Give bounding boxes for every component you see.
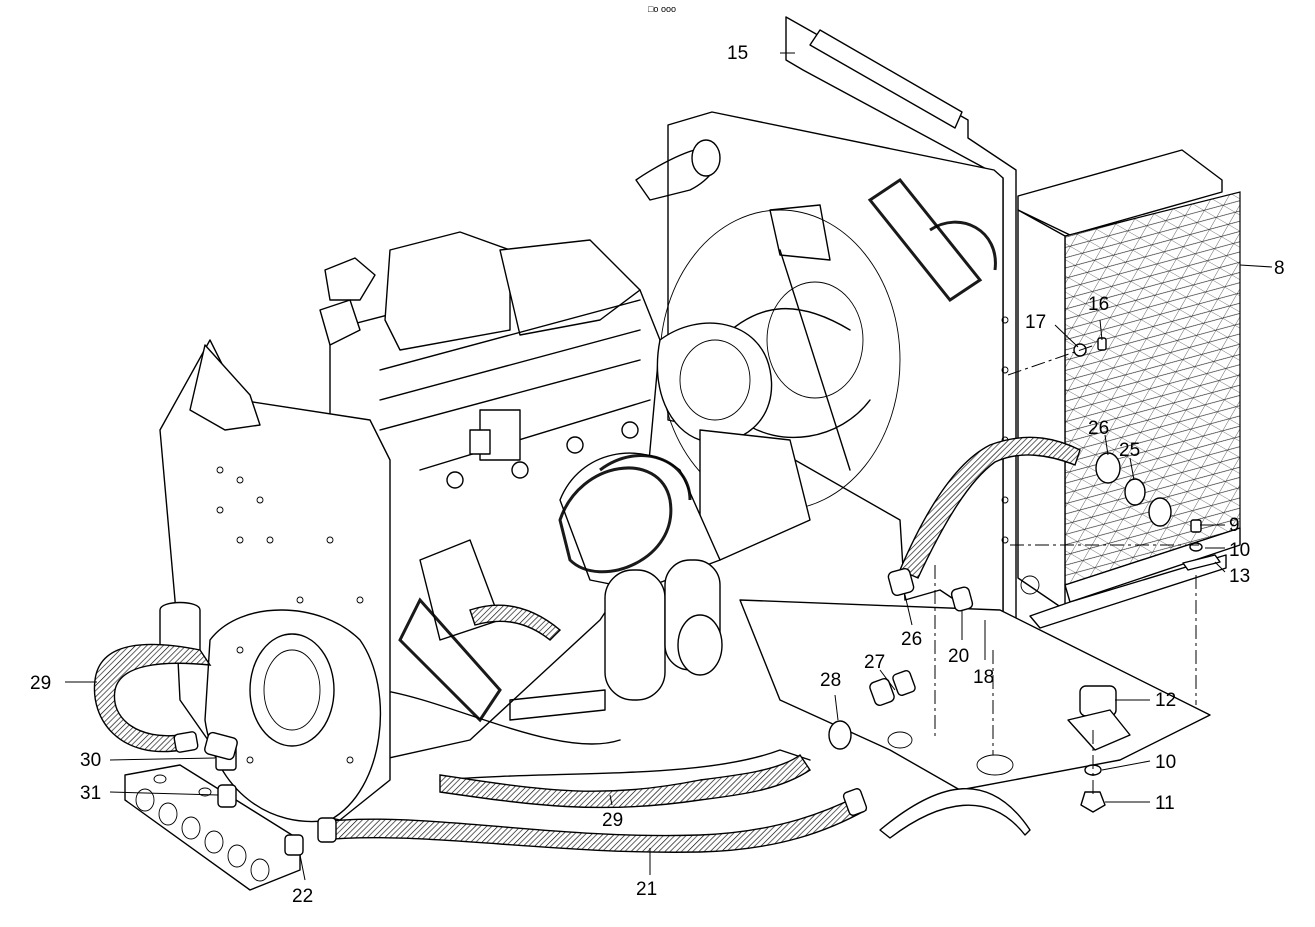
- callout-21: 21: [636, 879, 657, 900]
- hose-29-bottom: [439, 753, 811, 809]
- callout-28: 28: [820, 670, 841, 691]
- callout-20: 20: [948, 646, 969, 667]
- callout-30: 30: [80, 750, 101, 771]
- callout-27: 27: [864, 652, 885, 673]
- callout-29-bottom: 29: [602, 810, 623, 831]
- callout-29-left: 29: [30, 673, 51, 694]
- callout-17: 17: [1025, 312, 1046, 333]
- callout-labels: □o ooo 15 8 17 16 26 25 9 10 13 26 20 18…: [30, 4, 1285, 907]
- callout-11: 11: [1155, 793, 1175, 814]
- callout-26-top: 26: [1088, 418, 1109, 439]
- distribution-block: [124, 741, 301, 891]
- header-mark: □o ooo: [648, 4, 676, 14]
- callout-10-right: 10: [1229, 540, 1250, 561]
- hose-upper-radiator: [899, 436, 1081, 579]
- hoses: [93, 436, 1081, 853]
- callout-22: 22: [292, 886, 313, 907]
- callout-31: 31: [80, 783, 101, 804]
- engine-block: [319, 231, 811, 781]
- callout-12: 12: [1155, 690, 1176, 711]
- callout-10-bottom: 10: [1155, 752, 1176, 773]
- watermark: [398, 177, 997, 723]
- flywheel-housing: [159, 339, 391, 823]
- fittings: [173, 337, 1221, 856]
- callout-25: 25: [1119, 440, 1140, 461]
- callout-16: 16: [1088, 294, 1109, 315]
- callout-18: 18: [973, 667, 994, 688]
- hose-between-blocks: [469, 604, 562, 641]
- hose-29-left: [93, 643, 212, 753]
- callout-15: 15: [727, 43, 748, 64]
- callout-9: 9: [1229, 515, 1240, 536]
- callout-26-bottom: 26: [901, 629, 922, 650]
- fan-shroud: [635, 16, 1017, 633]
- radiator: [1017, 149, 1241, 629]
- callout-13: 13: [1229, 566, 1250, 587]
- callout-8: 8: [1274, 258, 1285, 279]
- leader-lines: [65, 52, 1273, 881]
